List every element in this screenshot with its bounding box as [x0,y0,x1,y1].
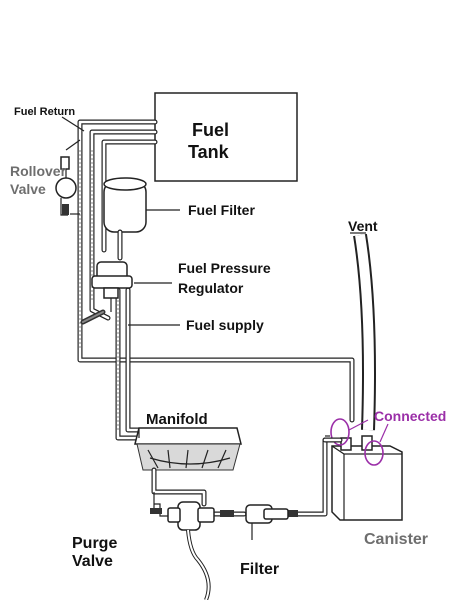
connected-markers [330,418,389,466]
leader-lines [61,116,330,437]
purge-valve [167,501,215,600]
fuel-tank-label-line1: Fuel [192,120,229,140]
canister-label: Canister [364,531,428,548]
purge-valve-label-line1: Purge [72,535,117,552]
vent-pipe [350,232,376,431]
rollover-valve-label-line1: Rollover [10,163,67,179]
filter-label: Filter [240,561,279,578]
purge-filter [245,504,289,540]
canister [331,435,403,521]
rollover-valve-label-line2: Valve [10,181,46,197]
manifold-label: Manifold [146,411,208,428]
fuel-pressure-regulator-label-line2: Regulator [178,280,244,296]
fuel-filter [103,177,147,261]
fuel-tank-label-line2: Tank [188,142,230,162]
fuel-pressure-regulator-label-line1: Fuel Pressure [178,260,271,276]
manifold [134,427,242,471]
fuel-filter-label: Fuel Filter [188,202,255,218]
fuel-return-label: Fuel Return [14,106,75,118]
purge-line [150,437,343,517]
purge-valve-label-line2: Valve [72,553,113,570]
connected-label: Connected [374,408,446,424]
vent-label: Vent [348,218,378,234]
fuel-tank [154,92,298,182]
fuel-supply-label: Fuel supply [186,317,264,333]
rollover-valve [55,139,81,216]
fuel-pressure-regulator [91,261,133,312]
fuel-supply-connector [80,309,106,325]
